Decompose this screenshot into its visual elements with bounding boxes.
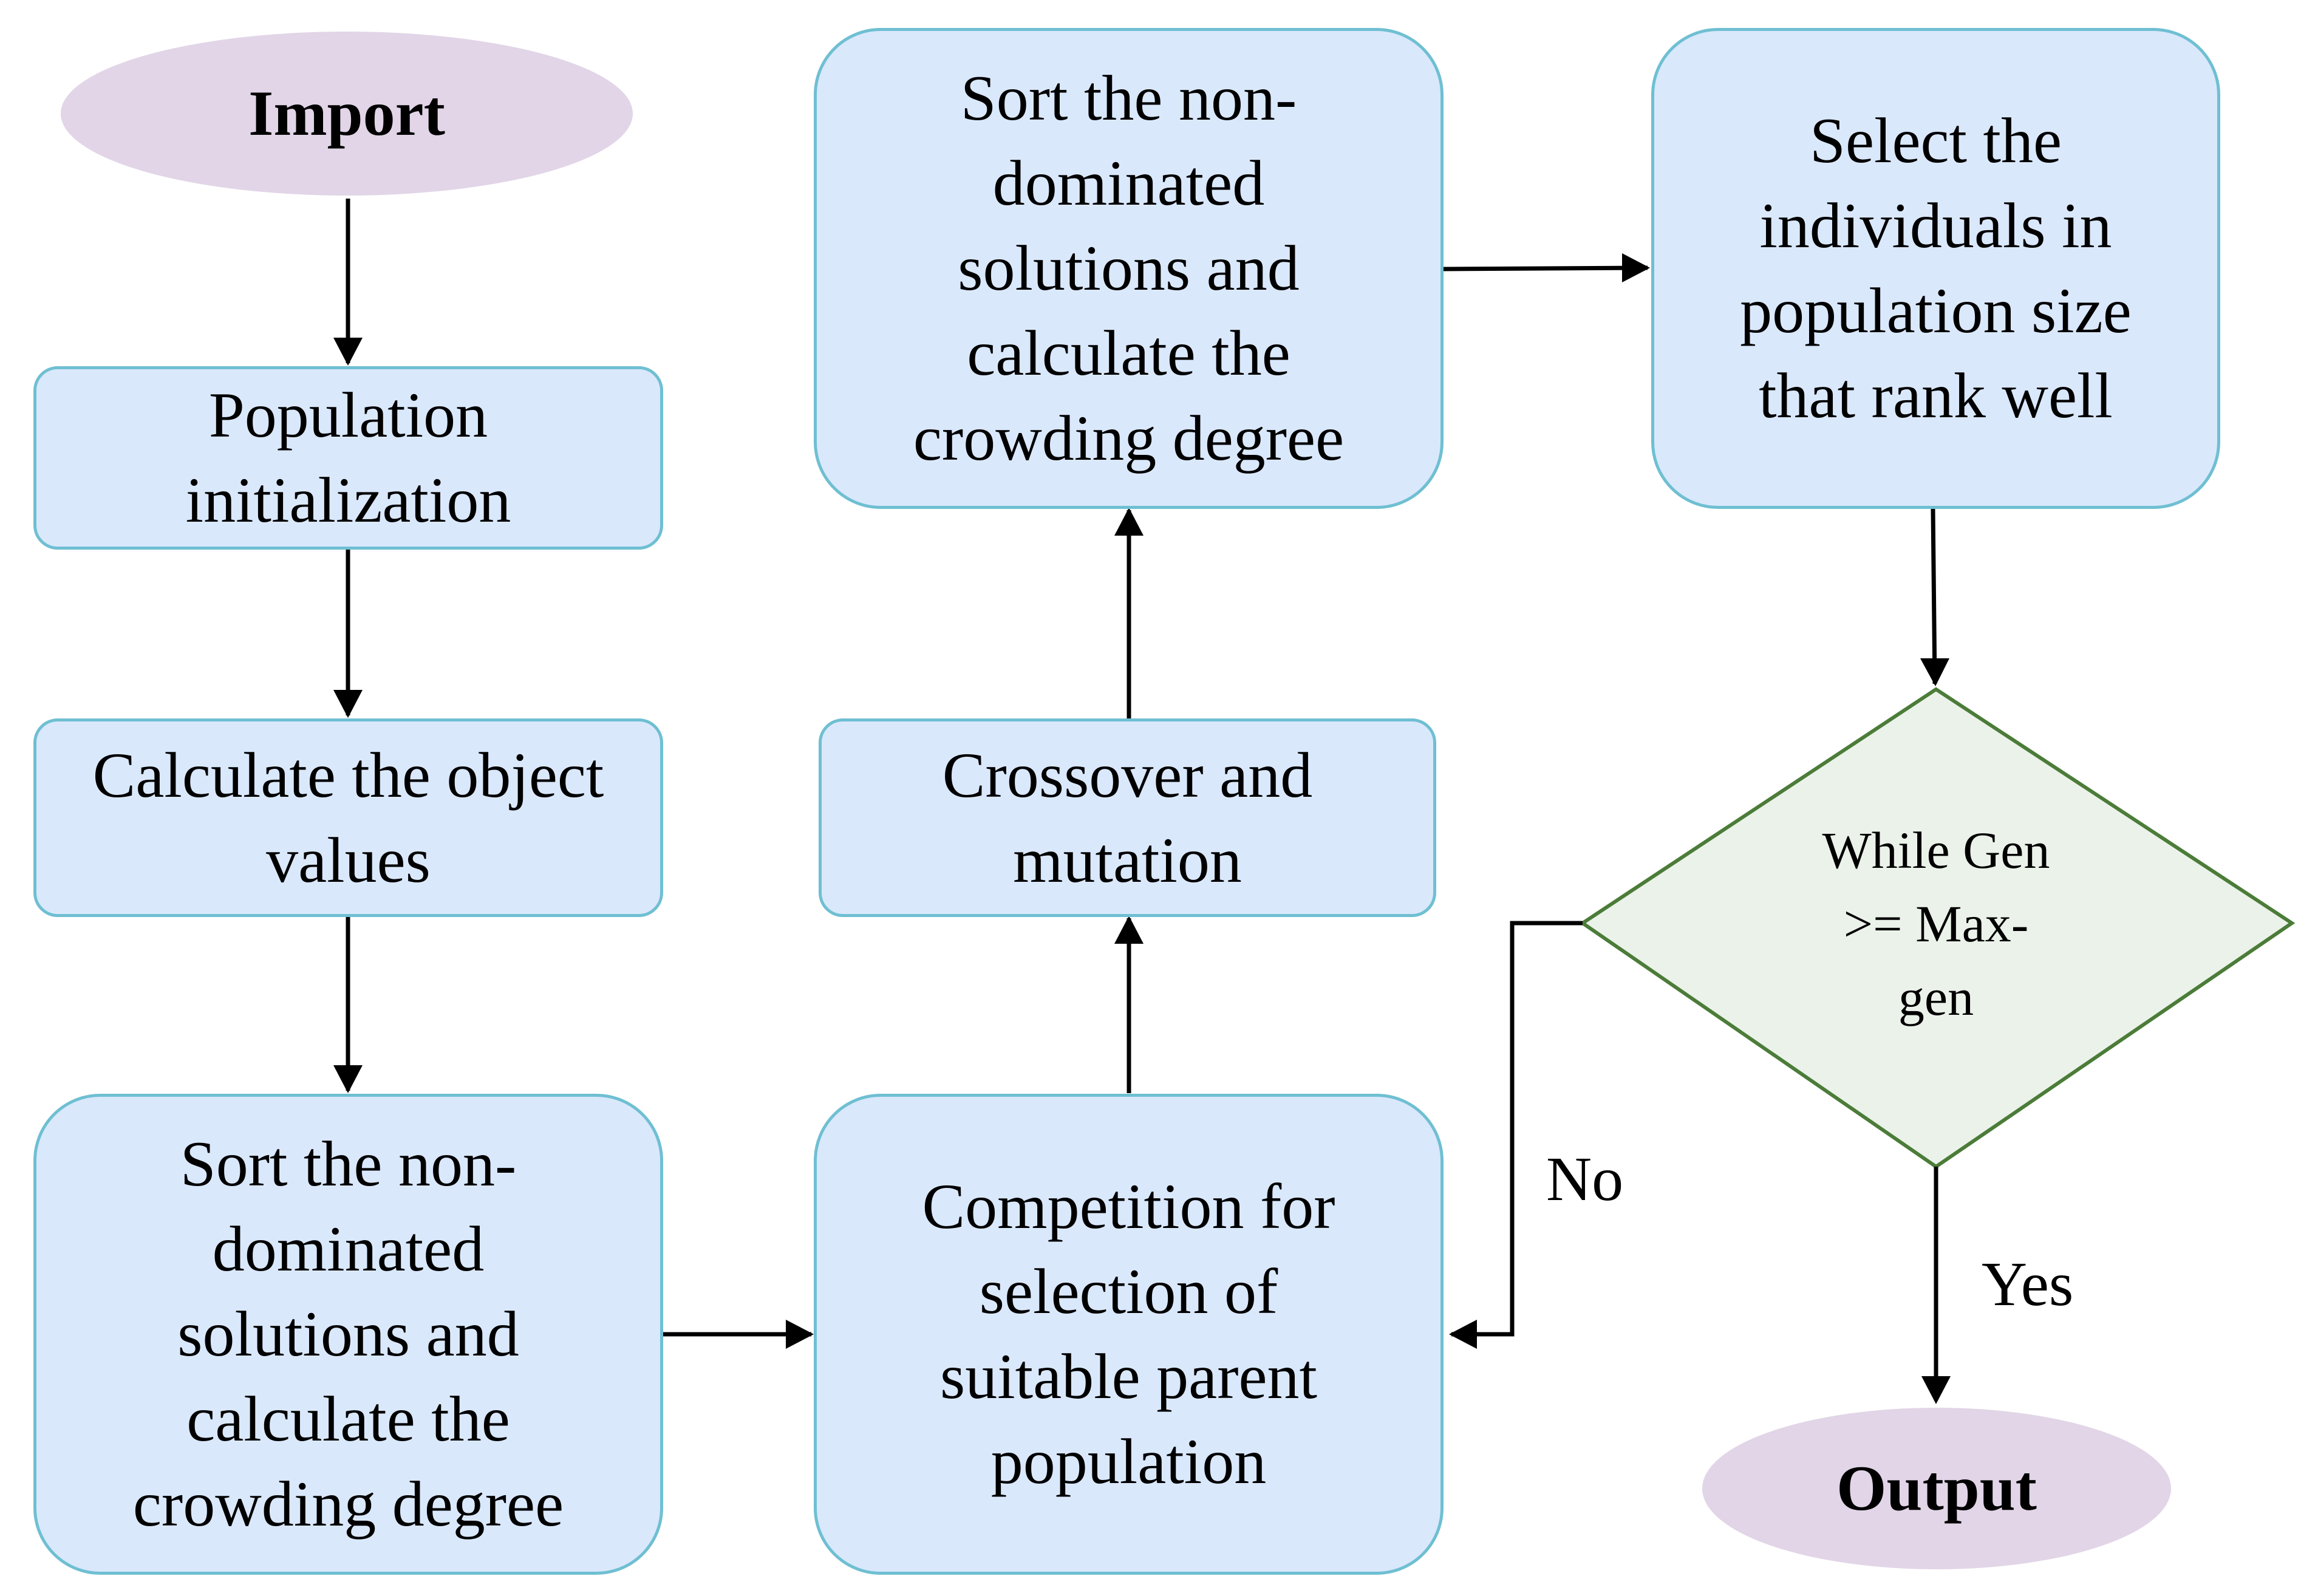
crossover-mutation-label: Crossover and mutation — [942, 739, 1313, 896]
select-individuals-box: Select the individuals in population siz… — [1651, 28, 2220, 509]
decision-label: While Gen >= Max- gen — [1761, 814, 2111, 1034]
calculate-object-values-box: Calculate the object values — [33, 718, 663, 917]
arrow-decision-no-to-competition — [1451, 921, 1583, 1337]
decision-line-2: >= Max- — [1843, 895, 2029, 953]
edge-label-yes: Yes — [1982, 1249, 2074, 1319]
population-initialization-label: Population initialization — [185, 380, 511, 536]
arrowhead-decision-no-to-competition — [1449, 1320, 1477, 1349]
edge-label-no: No — [1546, 1144, 1624, 1214]
arrowhead-import-to-population — [333, 338, 363, 366]
arrowhead-calc-to-sort — [333, 1065, 363, 1093]
sort-crowding-label-top: Sort the non-dominated solutions and cal… — [913, 63, 1345, 474]
sort-crowding-box-left: Sort the non-dominated solutions and cal… — [33, 1094, 663, 1575]
sort-crowding-box-top: Sort the non-dominated solutions and cal… — [814, 28, 1444, 509]
import-terminal: Import — [61, 32, 633, 196]
arrowhead-competition-to-crossover — [1114, 916, 1144, 944]
population-initialization-box: Population initialization — [33, 366, 663, 550]
arrow-select-to-decision — [1931, 508, 1937, 684]
competition-selection-label: Competition for selection of suitable pa… — [922, 1171, 1335, 1497]
decision-line-3: gen — [1898, 968, 1974, 1026]
arrowhead-population-to-calc — [333, 690, 363, 718]
output-label: Output — [1836, 1453, 2037, 1524]
arrowhead-decision-yes-to-output — [1921, 1376, 1951, 1404]
crossover-mutation-box: Crossover and mutation — [819, 718, 1436, 917]
calculate-object-values-label: Calculate the object values — [92, 739, 604, 896]
select-individuals-label: Select the individuals in population siz… — [1740, 105, 2132, 431]
output-terminal: Output — [1702, 1408, 2171, 1569]
arrowhead-sort-top-to-select — [1622, 253, 1650, 282]
arrowhead-sort-to-competition — [786, 1320, 814, 1349]
sort-crowding-label-left: Sort the non-dominated solutions and cal… — [132, 1128, 564, 1540]
arrowhead-crossover-to-sort-top — [1114, 508, 1144, 536]
arrowhead-select-to-decision — [1920, 658, 1949, 686]
competition-selection-box: Competition for selection of suitable pa… — [814, 1094, 1444, 1575]
decision-line-1: While Gen — [1822, 821, 2050, 879]
arrow-sort-top-to-select — [1443, 265, 1648, 271]
import-label: Import — [248, 78, 445, 149]
